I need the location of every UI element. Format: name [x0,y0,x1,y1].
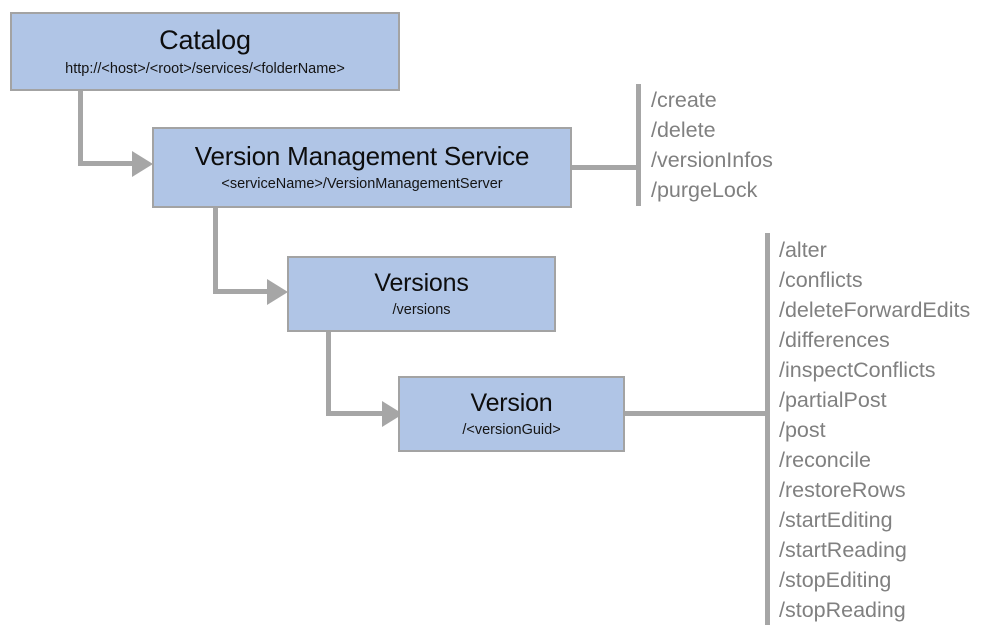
operation-item[interactable]: /reconcile [779,448,872,472]
node-version-management-service[interactable]: Version Management Service <serviceName>… [152,127,572,208]
connector-segment-horizontal [78,161,134,166]
operation-item[interactable]: /post [779,418,826,442]
operation-item[interactable]: /delete [651,118,716,142]
arrowhead-icon [382,400,403,427]
connector-segment-vertical [213,208,218,294]
node-catalog-title: Catalog [159,25,251,56]
operation-item[interactable]: /stopEditing [779,568,892,592]
connector-service-to-versions [213,208,309,305]
operation-item[interactable]: /partialPost [779,388,887,412]
connector-segment-horizontal [326,411,384,416]
operation-item[interactable]: /differences [779,328,890,352]
operation-item[interactable]: /startReading [779,538,907,562]
operation-item[interactable]: /restoreRows [779,478,906,502]
node-version-title: Version [470,388,553,417]
connector-versions-to-version [326,332,422,427]
connector-catalog-to-service [78,91,174,177]
operation-list-service: /create /delete /versionInfos /purgeLock [651,85,773,205]
arrowhead-icon [132,150,153,177]
bracket-service-operations [636,84,641,206]
connector-segment-vertical [326,332,331,416]
arrowhead-icon [267,278,288,305]
operation-item[interactable]: /versionInfos [651,148,773,172]
operation-item[interactable]: /conflicts [779,268,863,292]
operation-item[interactable]: /inspectConflicts [779,358,936,382]
operation-list-version: /alter /conflicts /deleteForwardEdits /d… [779,235,970,625]
bracket-version-operations [765,233,770,625]
operation-item[interactable]: /alter [779,238,827,262]
connector-service-to-operations [570,165,640,170]
operation-item[interactable]: /create [651,88,717,112]
node-version-management-service-subtitle: <serviceName>/VersionManagementServer [221,176,503,193]
connector-segment-horizontal [213,289,269,294]
operation-item[interactable]: /startEditing [779,508,893,532]
node-versions-subtitle: /versions [392,302,451,319]
node-versions[interactable]: Versions /versions [287,256,556,332]
operation-item[interactable]: /stopReading [779,598,906,622]
node-versions-title: Versions [374,268,469,297]
node-catalog[interactable]: Catalog http://<host>/<root>/services/<f… [10,12,400,91]
connector-segment-vertical [78,91,83,166]
node-version-management-service-title: Version Management Service [194,140,530,171]
node-version[interactable]: Version /<versionGuid> [398,376,625,452]
node-catalog-subtitle: http://<host>/<root>/services/<folderNam… [65,60,345,77]
connector-version-to-operations [623,411,769,416]
node-version-subtitle: /<versionGuid> [462,422,561,439]
operation-item[interactable]: /purgeLock [651,178,758,202]
operation-item[interactable]: /deleteForwardEdits [779,298,971,322]
